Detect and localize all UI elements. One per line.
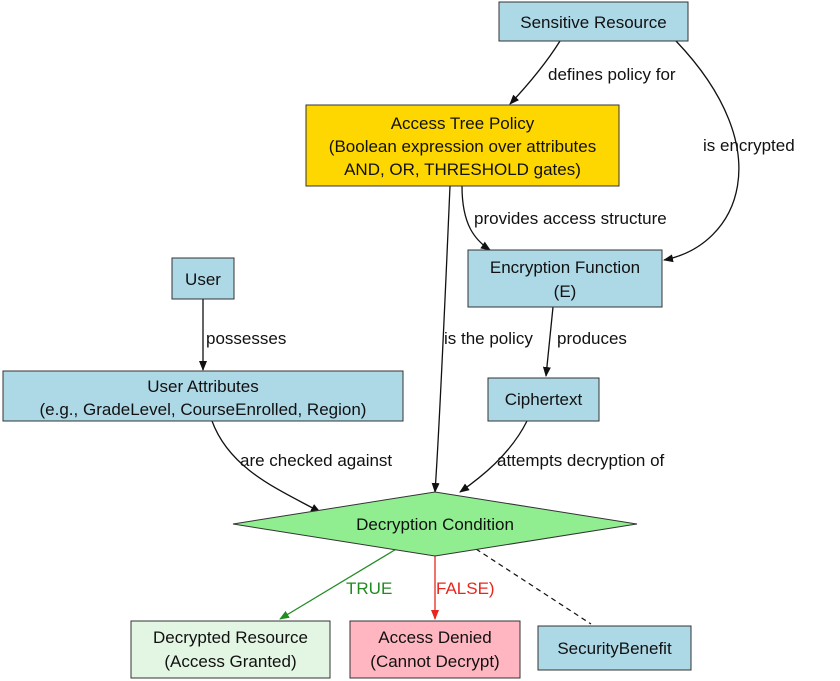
node-security-benefit-label: SecurityBenefit (557, 639, 672, 658)
node-user-attributes-line1: User Attributes (147, 377, 259, 396)
edge-provides-access-structure (461, 185, 491, 251)
edge-attempts-decryption-of (459, 420, 528, 493)
label-attempts-decryption-of: attempts decryption of (497, 451, 665, 470)
label-false: FALSE) (436, 579, 495, 598)
node-sensitive-resource: Sensitive Resource (498, 1, 689, 42)
edge-are-checked-against (211, 420, 321, 513)
label-defines-policy-for: defines policy for (548, 65, 676, 84)
node-user-attributes: User Attributes (e.g., GradeLevel, Cours… (2, 370, 404, 422)
label-possesses: possesses (206, 329, 286, 348)
label-true: TRUE (346, 579, 392, 598)
label-is-encrypted: is encrypted (703, 136, 795, 155)
node-security-benefit: SecurityBenefit (537, 625, 692, 671)
edge-is-encrypted (663, 40, 740, 263)
node-user: User (171, 257, 235, 300)
node-ciphertext: Ciphertext (487, 377, 600, 422)
node-decryption-condition-label: Decryption Condition (356, 515, 514, 534)
node-access-tree-policy: Access Tree Policy (Boolean expression o… (305, 104, 620, 187)
node-decrypted-resource-line1: Decrypted Resource (153, 628, 308, 647)
node-access-denied-line1: Access Denied (378, 628, 491, 647)
node-ciphertext-label: Ciphertext (505, 390, 583, 409)
edge-is-the-policy (431, 185, 451, 493)
edge-defines-policy-for (509, 40, 561, 105)
node-access-tree-policy-line3: AND, OR, THRESHOLD gates) (344, 160, 581, 179)
label-produces: produces (557, 329, 627, 348)
node-access-tree-policy-line1: Access Tree Policy (391, 114, 535, 133)
node-decrypted-resource-line2: (Access Granted) (164, 652, 296, 671)
label-is-the-policy: is the policy (444, 329, 533, 348)
node-access-tree-policy-line2: (Boolean expression over attributes (329, 137, 596, 156)
edge-true (279, 547, 399, 620)
node-access-denied-line2: (Cannot Decrypt) (370, 652, 499, 671)
node-user-attributes-line2: (e.g., GradeLevel, CourseEnrolled, Regio… (40, 400, 367, 419)
node-access-denied: Access Denied (Cannot Decrypt) (349, 620, 521, 679)
node-encryption-function-line2: (E) (554, 282, 577, 301)
node-decrypted-resource: Decrypted Resource (Access Granted) (130, 620, 331, 679)
node-decryption-condition: Decryption Condition (232, 491, 638, 557)
node-encryption-function-line1: Encryption Function (490, 258, 640, 277)
node-encryption-function: Encryption Function (E) (467, 249, 663, 308)
node-user-label: User (185, 270, 221, 289)
label-provides-access-structure: provides access structure (474, 209, 667, 228)
node-sensitive-resource-label: Sensitive Resource (520, 13, 666, 32)
edge-produces (542, 306, 554, 377)
edge-security-benefit (475, 548, 592, 625)
label-are-checked-against: are checked against (240, 451, 392, 470)
